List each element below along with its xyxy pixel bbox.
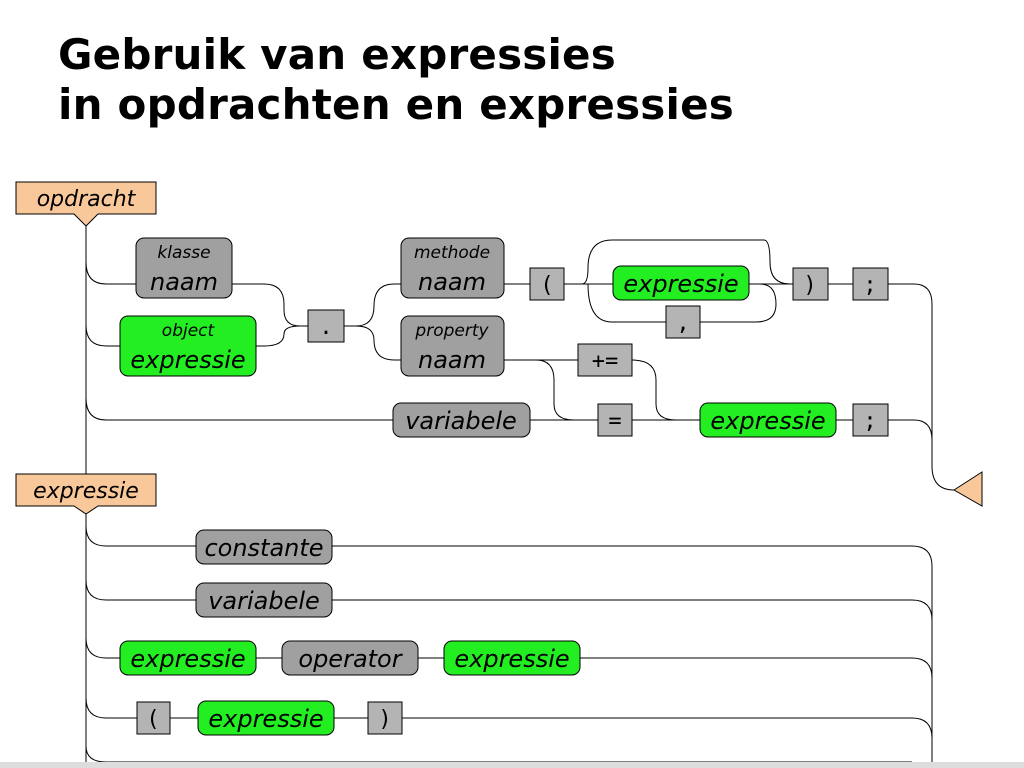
title-line-2: in opdrachten en expressies xyxy=(58,80,734,129)
property-main-label: naam xyxy=(418,346,486,374)
object-small-label: object xyxy=(162,321,216,341)
title-line-1: Gebruik van expressies xyxy=(58,30,616,79)
dot-token: . xyxy=(307,309,345,343)
expr-paren-close-token: ) xyxy=(367,701,403,735)
opdracht-wires xyxy=(85,214,955,768)
inner-expressie-node: expressie xyxy=(197,700,335,736)
operator-label: operator xyxy=(298,645,403,673)
assign-label: = xyxy=(608,409,621,434)
comma-label: , xyxy=(676,311,689,336)
end-marker-arrow xyxy=(953,471,983,507)
klasse-naam-node: klasse naam xyxy=(135,237,233,299)
constante-label: constante xyxy=(204,534,323,562)
object-main-label: expressie xyxy=(130,346,245,374)
right-operand-label: expressie xyxy=(454,645,569,673)
left-operand-label: expressie xyxy=(130,645,245,673)
inner-expressie-label: expressie xyxy=(208,705,323,733)
object-expressie-node: object expressie xyxy=(119,315,257,377)
value-expressie-node: expressie xyxy=(699,402,837,438)
argument-label: expressie xyxy=(623,270,738,298)
assign-token: = xyxy=(597,403,633,437)
expressie-wires xyxy=(85,525,933,768)
paren-open-label: ( xyxy=(540,273,553,298)
constante-node: constante xyxy=(195,529,333,565)
comma-token: , xyxy=(665,305,701,339)
plus-assign-token: += xyxy=(577,343,633,377)
slide-title: Gebruik van expressies in opdrachten en … xyxy=(58,30,734,130)
expr-paren-open-label: ( xyxy=(146,707,159,732)
expr-paren-close-label: ) xyxy=(378,707,391,732)
semicolon-bottom-label: ; xyxy=(863,409,876,434)
variabele-node: variabele xyxy=(392,402,531,438)
left-operand-node: expressie xyxy=(119,640,257,676)
semicolon-bottom-token: ; xyxy=(852,403,889,437)
variabele-label: variabele xyxy=(405,407,517,435)
footer-divider xyxy=(0,762,1024,768)
expressie-header: expressie xyxy=(15,473,157,515)
opdracht-header: opdracht xyxy=(15,181,157,227)
value-label: expressie xyxy=(710,407,825,435)
plus-assign-label: += xyxy=(592,349,619,374)
semicolon-top-token: ; xyxy=(852,267,889,301)
methode-naam-node: methode naam xyxy=(400,237,505,299)
argument-expressie-node: expressie xyxy=(612,265,750,301)
operator-node: operator xyxy=(281,640,419,676)
paren-close-token: ) xyxy=(792,267,829,301)
klasse-small-label: klasse xyxy=(157,243,210,263)
methode-main-label: naam xyxy=(418,268,486,296)
expr-variabele-node: variabele xyxy=(195,582,333,618)
paren-close-label: ) xyxy=(803,273,816,298)
opdracht-header-label: opdracht xyxy=(37,187,137,212)
paren-open-token: ( xyxy=(529,267,565,301)
methode-small-label: methode xyxy=(414,243,490,263)
expr-paren-open-token: ( xyxy=(136,701,171,735)
expressie-header-label: expressie xyxy=(33,479,139,504)
expr-variabele-label: variabele xyxy=(208,587,320,615)
right-operand-node: expressie xyxy=(443,640,581,676)
property-small-label: property xyxy=(414,321,489,341)
dot-label: . xyxy=(319,315,332,340)
klasse-main-label: naam xyxy=(150,268,218,296)
semicolon-top-label: ; xyxy=(863,273,876,298)
property-naam-node: property naam xyxy=(400,315,505,377)
